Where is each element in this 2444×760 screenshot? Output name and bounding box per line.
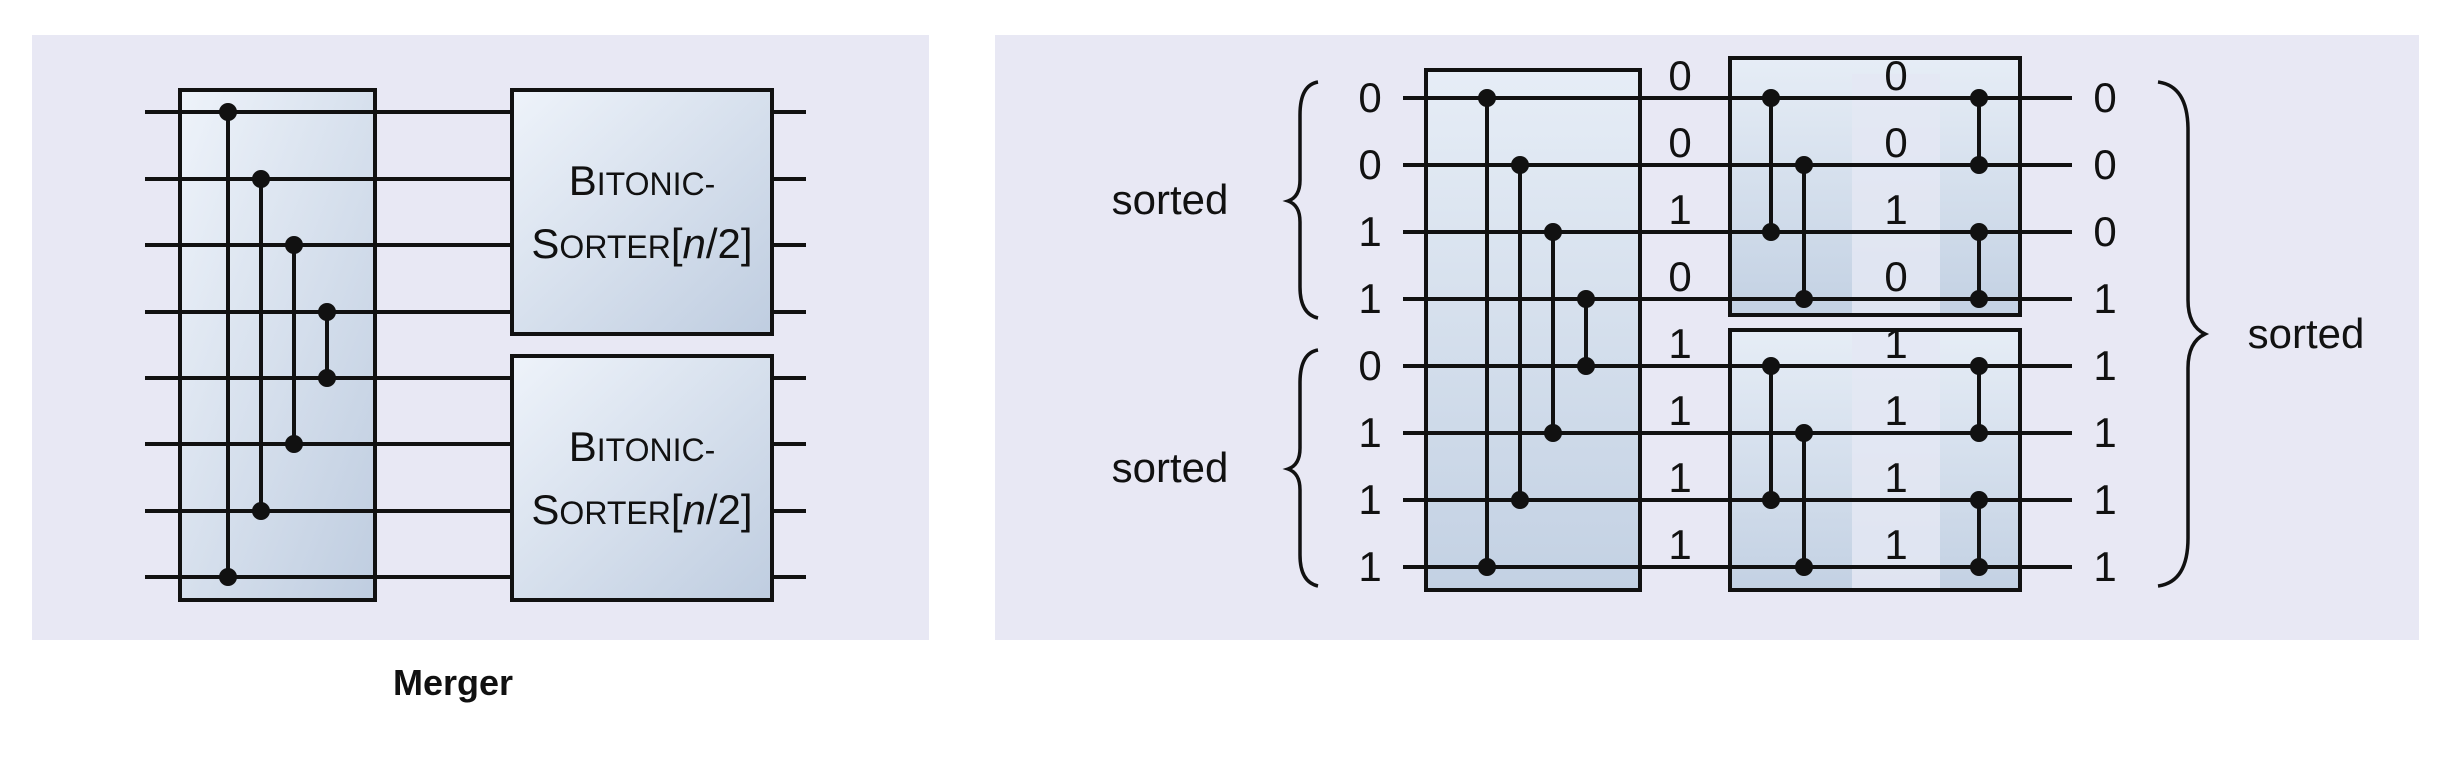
input-brace-bottom [1282, 348, 1319, 588]
stage1-box [1424, 68, 1642, 592]
svg-text:0: 0 [1884, 119, 1907, 166]
svg-text:SORTER[n/2]: SORTER[n/2] [531, 220, 752, 267]
svg-text:0: 0 [2093, 208, 2116, 255]
svg-text:0: 0 [1668, 253, 1691, 300]
svg-text:0: 0 [1884, 253, 1907, 300]
svg-text:0: 0 [2093, 74, 2116, 121]
svg-text:1: 1 [1358, 409, 1381, 456]
svg-text:0: 0 [1668, 119, 1691, 166]
stage1-comparators [1478, 89, 1595, 576]
svg-text:1: 1 [2093, 342, 2116, 389]
merger-comparator-box [178, 88, 377, 602]
merger-caption: Merger [393, 662, 513, 703]
merger-panel [32, 35, 929, 640]
svg-text:1: 1 [1668, 454, 1691, 501]
output-values: 0 0 0 1 1 1 1 1 [2093, 74, 2116, 590]
svg-text:0: 0 [2093, 141, 2116, 188]
svg-text:1: 1 [1358, 543, 1381, 590]
svg-text:1: 1 [1884, 186, 1907, 233]
stage1-output-values: 0 0 1 0 1 1 1 1 [1668, 52, 1691, 568]
bitonic-sorter-label-bottom: BITONIC- SORTER[n/2] [531, 423, 752, 533]
svg-text:0: 0 [1358, 74, 1381, 121]
svg-text:1: 1 [2093, 275, 2116, 322]
svg-text:1: 1 [1668, 387, 1691, 434]
sorted-label-bottom: sorted [1112, 444, 1229, 491]
svg-text:1: 1 [1884, 454, 1907, 501]
input-values: 0 0 1 1 0 1 1 1 [1358, 74, 1381, 590]
sorted-label-output: sorted [2248, 310, 2365, 357]
sorted-label-top: sorted [1112, 176, 1229, 223]
svg-text:1: 1 [2093, 543, 2116, 590]
svg-text:1: 1 [2093, 409, 2116, 456]
bitonic-sorter-box-top [510, 88, 774, 336]
svg-text:0: 0 [1358, 141, 1381, 188]
merger-comparators [219, 103, 336, 586]
svg-text:1: 1 [1668, 521, 1691, 568]
bitonic-sorter-label-top: BITONIC- SORTER[n/2] [531, 157, 752, 267]
svg-text:0: 0 [1884, 52, 1907, 99]
stage2-comparators [1762, 89, 1813, 576]
svg-text:1: 1 [1884, 320, 1907, 367]
svg-text:BITONIC-: BITONIC- [569, 157, 716, 204]
svg-text:1: 1 [1358, 275, 1381, 322]
svg-text:SORTER[n/2]: SORTER[n/2] [531, 486, 752, 533]
svg-text:1: 1 [1668, 320, 1691, 367]
bitonic-sorter-box-bottom [510, 354, 774, 602]
svg-text:1: 1 [1358, 208, 1381, 255]
example-wires [1403, 96, 2072, 569]
svg-text:BITONIC-: BITONIC- [569, 423, 716, 470]
svg-text:1: 1 [1668, 186, 1691, 233]
output-brace [2157, 80, 2210, 588]
svg-text:0: 0 [1668, 52, 1691, 99]
stage2-output-values: 0 0 1 0 1 1 1 1 [1884, 52, 1907, 568]
stage3-comparators [1970, 89, 1988, 576]
svg-text:1: 1 [1884, 387, 1907, 434]
input-brace-top [1282, 80, 1319, 320]
svg-text:1: 1 [1358, 476, 1381, 523]
svg-text:0: 0 [1358, 342, 1381, 389]
svg-text:1: 1 [1884, 521, 1907, 568]
svg-text:1: 1 [2093, 476, 2116, 523]
example-panel [995, 35, 2419, 640]
